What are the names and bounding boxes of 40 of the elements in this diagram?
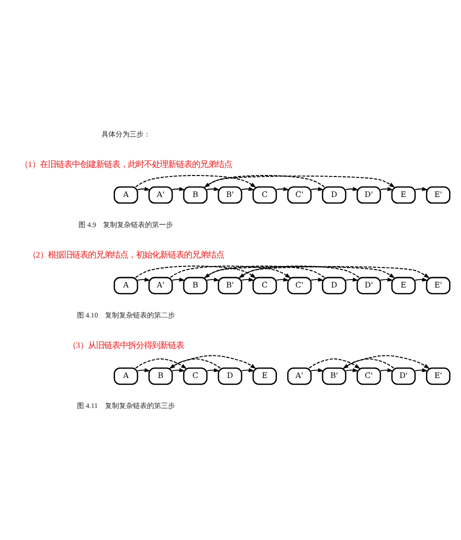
arrow xyxy=(204,265,325,278)
arrow xyxy=(137,277,150,282)
arrow xyxy=(310,277,324,282)
arrow xyxy=(345,277,359,282)
arrow xyxy=(137,186,150,190)
arrow xyxy=(135,174,256,188)
arrow xyxy=(172,368,186,372)
arrow xyxy=(135,358,187,368)
arrow xyxy=(310,186,324,190)
arrow xyxy=(308,358,360,368)
arrow xyxy=(239,266,430,278)
arrow xyxy=(206,368,220,372)
arrow xyxy=(380,277,394,282)
arrow xyxy=(172,277,186,282)
arrow xyxy=(238,265,360,278)
arrow xyxy=(241,277,254,282)
arrow xyxy=(342,358,394,368)
arrow xyxy=(206,277,220,282)
arrow xyxy=(241,186,254,190)
arrow xyxy=(276,277,290,282)
arrow xyxy=(135,265,256,278)
arrow xyxy=(414,368,428,372)
arrow xyxy=(310,368,324,372)
arrow xyxy=(204,266,395,278)
arrow xyxy=(170,265,291,278)
arrow xyxy=(414,277,428,282)
arrow xyxy=(345,186,359,190)
arrow xyxy=(170,354,256,368)
arrow xyxy=(241,368,254,372)
arrow xyxy=(414,186,428,190)
arrow xyxy=(343,354,430,368)
arrow xyxy=(172,186,186,190)
arrow xyxy=(206,186,220,190)
arrow xyxy=(204,174,325,188)
arrow xyxy=(169,358,221,368)
arrow xyxy=(380,186,394,190)
arrow xyxy=(137,368,150,372)
arrow xyxy=(204,175,395,188)
arrow xyxy=(345,368,359,372)
arrow xyxy=(276,186,290,190)
